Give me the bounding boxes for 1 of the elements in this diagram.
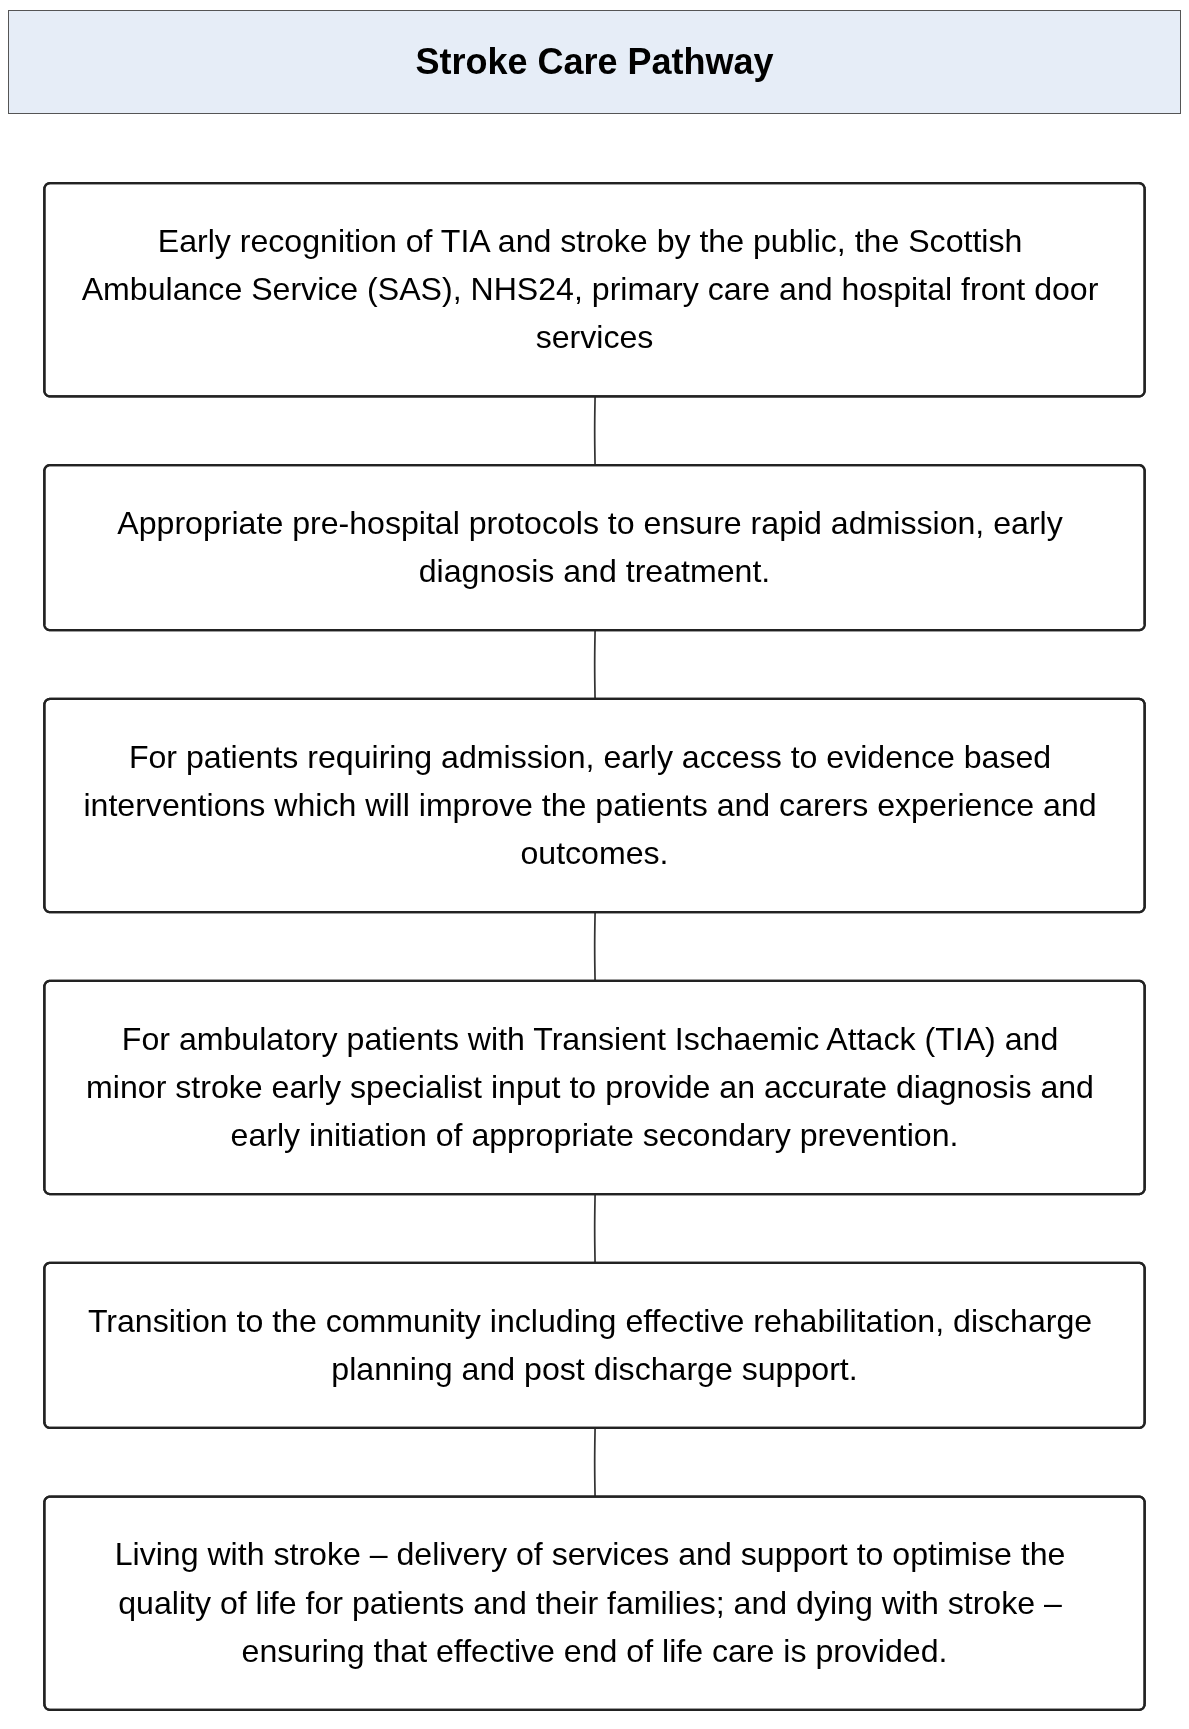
title-banner: Stroke Care Pathway: [8, 10, 1181, 114]
